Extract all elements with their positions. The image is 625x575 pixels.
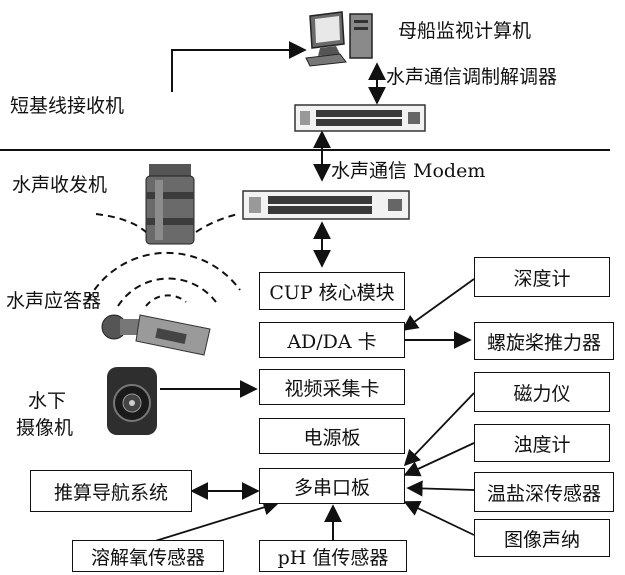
sonar-arrow [405,502,474,535]
surface-modem-device [294,103,426,133]
magnetometer-arrow [405,393,474,465]
cpu-core-box: CUP 核心模块 [259,272,405,310]
receiver-to-computer-arrow [172,50,305,92]
turbidity-box: 浊度计 [474,424,610,462]
acoustic-wave-upper-right [196,214,238,232]
dead-reckoning-box: 推算导航系统 [30,470,192,512]
dissolved-oxygen-box: 溶解氧传感器 [72,540,224,572]
host-computer-label: 母船监视计算机 [398,22,531,41]
acoustic-wave-middle [118,279,216,306]
ad-da-box: AD/DA 卡 [259,322,405,358]
acoustic-wave-upper-left [96,214,146,232]
depth-arrow [403,279,474,330]
transceiver-label: 水声收发机 [12,176,107,195]
power-board-box: 电源板 [259,418,405,454]
ctd-arrow [408,488,474,490]
camera-device [103,365,161,437]
usbl-receiver-label: 短基线接收机 [10,97,124,116]
ctd-sensor-box: 温盐深传感器 [474,472,614,512]
camera-label-line1: 水下 [28,392,66,411]
ph-sensor-box: pH 值传感器 [259,540,407,572]
transponder-device [98,305,216,361]
serial-board-box: 多串口板 [259,468,405,504]
camera-label-line2: 摄像机 [16,419,73,438]
thruster-box: 螺旋桨推力器 [474,322,614,360]
underwater-modem-label: 水声通信 Modem [331,162,485,181]
computer-icon [300,8,380,68]
transceiver-device [143,162,197,248]
turbidity-arrow [405,443,474,475]
transponder-label: 水声应答器 [6,292,101,311]
magnetometer-box: 磁力仪 [474,372,610,412]
underwater-modem-device [242,189,410,221]
acoustic-wave-outer [88,253,240,300]
video-capture-box: 视频采集卡 [259,369,405,405]
sonar-box: 图像声纳 [474,519,610,557]
acoustic-modem-demodulator-label: 水声通信调制解调器 [386,68,557,87]
depth-gauge-box: 深度计 [474,257,610,297]
